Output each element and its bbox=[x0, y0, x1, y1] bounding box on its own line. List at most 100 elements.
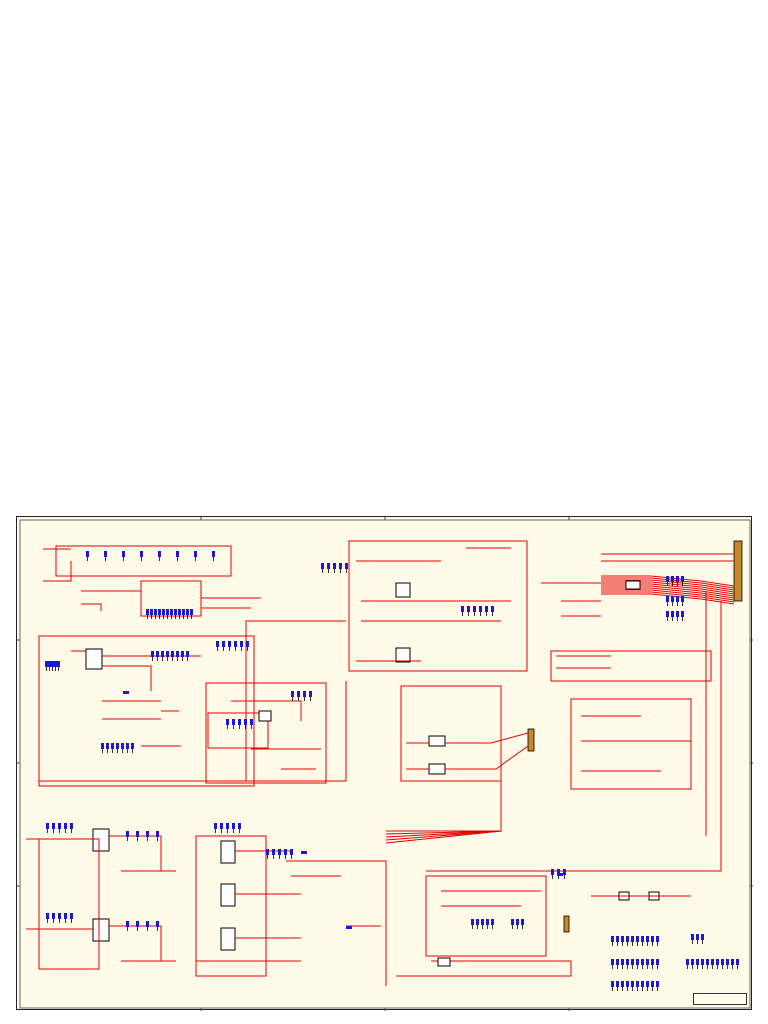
ic-chip bbox=[395, 582, 411, 598]
component bbox=[116, 743, 119, 749]
component bbox=[557, 873, 563, 876]
component bbox=[146, 609, 149, 615]
component bbox=[636, 981, 639, 987]
component bbox=[706, 959, 709, 965]
ic-chip bbox=[92, 828, 110, 852]
component bbox=[131, 743, 134, 749]
component bbox=[701, 959, 704, 965]
component bbox=[651, 981, 654, 987]
component bbox=[178, 609, 181, 615]
component bbox=[301, 851, 307, 854]
component bbox=[156, 921, 159, 927]
component bbox=[636, 959, 639, 965]
component bbox=[216, 641, 219, 647]
component bbox=[70, 913, 73, 919]
ic-chip bbox=[437, 957, 451, 967]
schematic-sheet bbox=[16, 516, 753, 1011]
component bbox=[226, 823, 229, 829]
wire bbox=[102, 665, 152, 691]
wire bbox=[385, 745, 502, 841]
component bbox=[54, 661, 57, 667]
wire bbox=[601, 591, 735, 603]
ic-chip bbox=[428, 735, 446, 747]
component bbox=[616, 981, 619, 987]
component bbox=[481, 919, 484, 925]
component bbox=[641, 959, 644, 965]
component bbox=[154, 609, 157, 615]
component bbox=[621, 959, 624, 965]
wire-box bbox=[348, 540, 528, 672]
component bbox=[126, 921, 129, 927]
component bbox=[676, 576, 679, 582]
ic-chip bbox=[395, 647, 411, 663]
component bbox=[626, 936, 629, 942]
component bbox=[731, 959, 734, 965]
component bbox=[278, 849, 281, 855]
component bbox=[58, 823, 61, 829]
component bbox=[651, 936, 654, 942]
component bbox=[171, 651, 174, 657]
component bbox=[146, 921, 149, 927]
component bbox=[616, 936, 619, 942]
ic-chip bbox=[625, 580, 641, 590]
component bbox=[228, 641, 231, 647]
component bbox=[45, 661, 48, 667]
ic-chip bbox=[85, 648, 103, 670]
wire-box bbox=[55, 545, 232, 577]
component bbox=[486, 919, 489, 925]
component bbox=[70, 823, 73, 829]
component bbox=[170, 609, 173, 615]
component bbox=[656, 959, 659, 965]
component bbox=[671, 611, 674, 617]
component bbox=[646, 936, 649, 942]
wire-box bbox=[400, 685, 502, 782]
component bbox=[479, 606, 482, 612]
component bbox=[232, 719, 235, 725]
wire bbox=[396, 960, 572, 977]
wire bbox=[231, 700, 302, 721]
component bbox=[176, 551, 179, 557]
component bbox=[52, 823, 55, 829]
component bbox=[158, 551, 161, 557]
component bbox=[266, 849, 269, 855]
component bbox=[284, 849, 287, 855]
wire bbox=[206, 681, 347, 782]
wire bbox=[601, 579, 735, 591]
component bbox=[111, 743, 114, 749]
component bbox=[736, 959, 739, 965]
component bbox=[309, 691, 312, 697]
connector bbox=[733, 540, 743, 602]
component bbox=[246, 641, 249, 647]
component bbox=[186, 609, 189, 615]
component bbox=[611, 936, 614, 942]
component bbox=[52, 913, 55, 919]
wire bbox=[81, 603, 102, 611]
component bbox=[161, 651, 164, 657]
ic-chip bbox=[258, 710, 272, 722]
component bbox=[346, 926, 352, 929]
component bbox=[238, 719, 241, 725]
component bbox=[291, 691, 294, 697]
wire bbox=[385, 739, 502, 835]
component bbox=[212, 551, 215, 557]
component bbox=[64, 913, 67, 919]
component bbox=[691, 959, 694, 965]
component bbox=[461, 606, 464, 612]
component bbox=[666, 596, 669, 602]
component bbox=[58, 913, 61, 919]
component bbox=[471, 919, 474, 925]
component bbox=[485, 606, 488, 612]
component bbox=[621, 936, 624, 942]
component bbox=[126, 743, 129, 749]
wire-box bbox=[570, 698, 692, 790]
component bbox=[701, 934, 704, 940]
component bbox=[666, 611, 669, 617]
component bbox=[244, 719, 247, 725]
component bbox=[467, 606, 470, 612]
ic-chip bbox=[92, 918, 110, 942]
wire bbox=[426, 601, 722, 872]
wire bbox=[385, 742, 502, 838]
component bbox=[240, 641, 243, 647]
ic-chip bbox=[220, 883, 236, 907]
component bbox=[491, 919, 494, 925]
